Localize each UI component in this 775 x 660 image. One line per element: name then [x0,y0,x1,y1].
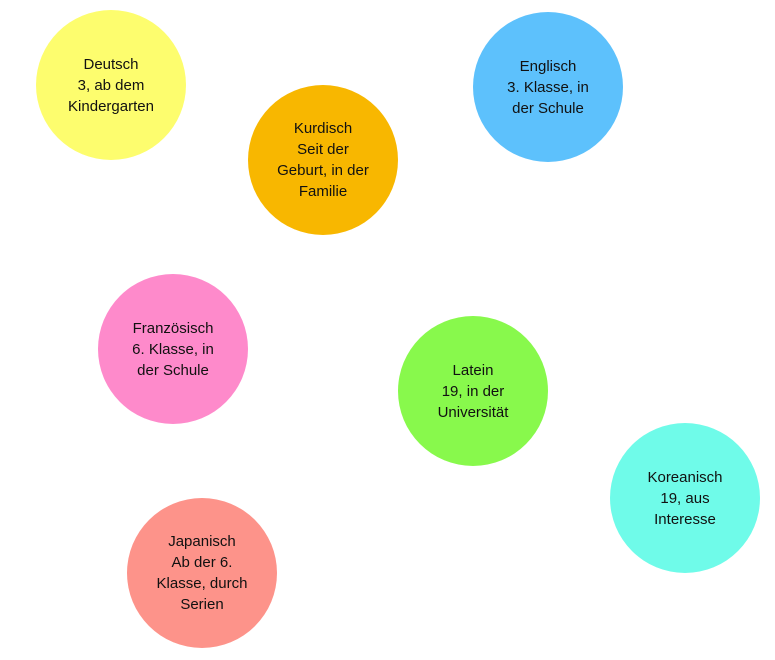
bubble-franzoesisch-detail-1: 6. Klasse, in [132,340,214,358]
bubble-kurdisch-detail-3: Familie [298,183,348,200]
bubble-kurdisch: Kurdisch Seit der Geburt, in der Familie [248,85,398,235]
bubble-japanisch-language: Japanisch [168,533,236,550]
bubble-kurdisch-detail-2: Geburt, in der [277,162,369,179]
bubble-japanisch-detail-1: Ab der 6. [171,554,233,571]
bubble-deutsch-text: Deutsch 3, ab dem Kindergarten [68,54,154,117]
bubble-japanisch: Japanisch Ab der 6. Klasse, durch Serien [127,498,277,648]
bubble-deutsch-detail-2: Kindergarten [68,97,154,115]
bubble-latein-detail-1: 19, in der [441,382,505,400]
bubble-latein-language: Latein [452,361,494,379]
bubble-englisch-text: Englisch 3. Klasse, in der Schule [507,56,589,119]
bubble-koreanisch-text: Koreanisch 19, aus Interesse [647,467,722,530]
bubble-koreanisch-detail-1: 19, aus [660,489,710,507]
bubble-koreanisch-detail-2: Interesse [654,510,716,528]
bubble-latein-detail-2: Universität [437,403,509,421]
bubble-japanisch-text: Japanisch Ab der 6. Klasse, durch Serien [157,531,248,615]
bubble-deutsch-language: Deutsch [83,55,139,73]
bubble-koreanisch: Koreanisch 19, aus Interesse [610,423,760,573]
bubble-deutsch: Deutsch 3, ab dem Kindergarten [36,10,186,160]
bubble-englisch-language: Englisch [519,57,577,75]
bubble-englisch: Englisch 3. Klasse, in der Schule [473,12,623,162]
bubble-kurdisch-language: Kurdisch [293,120,353,137]
bubble-franzoesisch: Französisch 6. Klasse, in der Schule [98,274,248,424]
bubble-englisch-detail-1: 3. Klasse, in [507,78,589,96]
bubble-englisch-detail-2: der Schule [512,99,584,117]
bubble-japanisch-detail-2: Klasse, durch [156,575,248,592]
bubble-latein: Latein 19, in der Universität [398,316,548,466]
bubble-franzoesisch-text: Französisch 6. Klasse, in der Schule [132,318,214,381]
bubble-franzoesisch-language: Französisch [132,319,214,337]
bubble-deutsch-detail-1: 3, ab dem [77,76,145,94]
bubble-franzoesisch-detail-2: der Schule [137,361,209,379]
bubble-kurdisch-text: Kurdisch Seit der Geburt, in der Familie [277,118,369,202]
bubble-latein-text: Latein 19, in der Universität [438,360,509,423]
bubble-kurdisch-detail-1: Seit der [297,141,349,158]
bubble-japanisch-detail-3: Serien [180,596,224,613]
bubble-koreanisch-language: Koreanisch [647,468,723,486]
